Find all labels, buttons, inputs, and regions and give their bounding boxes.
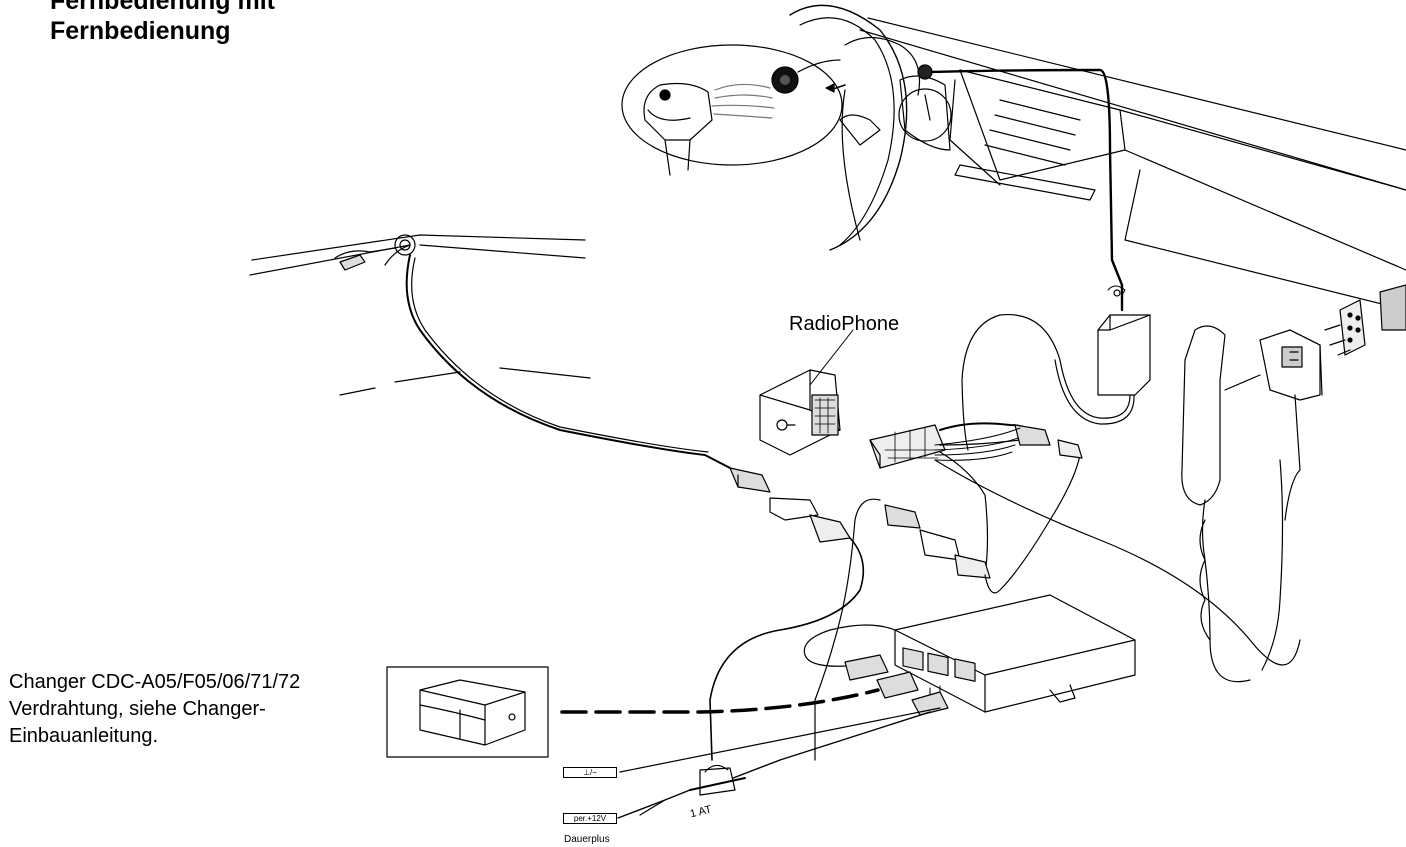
changer-inset <box>386 666 549 758</box>
power-leads <box>617 707 941 819</box>
radiophone-unit <box>759 329 854 456</box>
dauerplus-label: Dauerplus <box>564 834 610 845</box>
changer-label-line-2: Verdrahtung, siehe Changer- <box>9 698 266 720</box>
diagram-heading: Fernbedienung mit Fernbedienung <box>50 0 275 46</box>
remote-detail-inset <box>621 44 846 176</box>
changer-label-line-3: Einbauanleitung. <box>9 725 159 747</box>
dashboard-illustration <box>789 4 1406 312</box>
changer-label-line-1: Changer CDC-A05/F05/06/71/72 <box>9 671 301 693</box>
iso-connector-block <box>869 422 1301 666</box>
interface-box <box>803 594 1136 716</box>
heading-line-2: Fernbedienung <box>50 17 231 45</box>
per12v-terminal-label: per.+12V <box>563 813 617 824</box>
ground-terminal-label: ⊥/− <box>563 767 617 778</box>
car-body-illustration <box>249 234 731 469</box>
heading-line-1: Fernbedienung mit <box>50 0 275 15</box>
handsfree-box <box>961 284 1151 451</box>
changer-data-cable <box>560 688 880 714</box>
radiophone-label: RadioPhone <box>789 313 900 335</box>
plug-connectors <box>709 424 1083 761</box>
phone-handset <box>1181 284 1406 683</box>
